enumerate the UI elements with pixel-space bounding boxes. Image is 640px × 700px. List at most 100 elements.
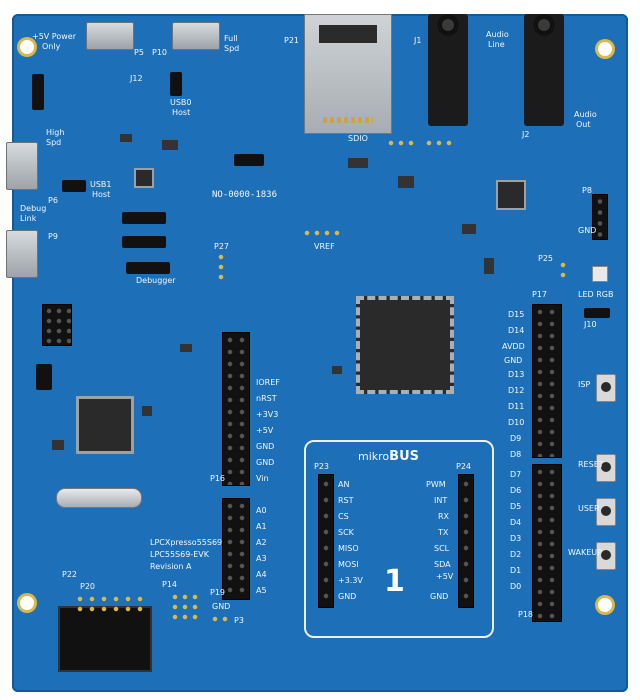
label-3v3: +3V3 — [256, 410, 279, 419]
p27-pads — [216, 252, 226, 282]
label-usb1-host-2: Host — [92, 190, 111, 199]
product-revision: Revision A — [150, 562, 192, 571]
label-d0: D0 — [510, 582, 522, 591]
label-gnd-1: GND — [256, 442, 275, 451]
mb-left-sck: SCK — [338, 528, 354, 537]
isp-button[interactable] — [596, 374, 616, 402]
label-p6: P6 — [48, 196, 58, 205]
label-reset: RESET — [578, 460, 604, 469]
mb-left-gnd: GND — [338, 592, 357, 601]
label-j12: J12 — [130, 74, 143, 83]
label-p23: P23 — [314, 462, 330, 471]
smd-component — [332, 366, 342, 374]
label-p21: P21 — [284, 36, 300, 45]
mounting-hole-top-left — [20, 40, 34, 54]
user-button[interactable] — [596, 498, 616, 526]
label-a5: A5 — [256, 586, 267, 595]
label-d9: D9 — [510, 434, 522, 443]
wakeup-button[interactable] — [596, 542, 616, 570]
header-power — [222, 332, 250, 486]
label-audio-line-2: Line — [488, 40, 505, 49]
label-usb1-host: USB1 — [90, 180, 112, 189]
rgb-led — [592, 266, 608, 282]
label-nrst: nRST — [256, 394, 277, 403]
mb-left-mosi: MOSI — [338, 560, 359, 569]
debug-probe-chip — [76, 396, 134, 454]
smd-component — [348, 158, 368, 168]
label-wakeup: WAKEUP — [568, 548, 602, 557]
label-p9: P9 — [48, 232, 58, 241]
mikrobus-header-right — [458, 474, 474, 608]
label-audio-out: Audio — [574, 110, 597, 119]
label-a1: A1 — [256, 522, 267, 531]
smd-component — [462, 224, 476, 234]
label-a0: A0 — [256, 506, 267, 515]
label-d12: D12 — [508, 386, 525, 395]
label-gnd-bottom: GND — [212, 602, 231, 611]
mikrobus-site-number: 1 — [384, 564, 405, 599]
jumper-debugger-3 — [126, 262, 170, 274]
audio-pads-1 — [386, 138, 416, 148]
label-d5: D5 — [510, 502, 522, 511]
label-p25: P25 — [538, 254, 554, 263]
product-evk: LPC55S69-EVK — [150, 550, 209, 559]
smd-component — [484, 258, 494, 274]
mikrobus-logo-mikro: mikro — [358, 450, 390, 463]
smd-component — [52, 440, 64, 450]
jumper-debugger-1 — [122, 212, 166, 224]
label-a3: A3 — [256, 554, 267, 563]
label-vref: VREF — [314, 242, 335, 251]
label-vin: Vin — [256, 474, 269, 483]
mb-left-miso: MISO — [338, 544, 359, 553]
label-high-spd: High — [46, 128, 65, 137]
label-d3: D3 — [510, 534, 522, 543]
header-digital-lower — [532, 464, 562, 622]
small-ic-codec — [496, 180, 526, 210]
label-power-only: +5V Power — [32, 32, 76, 41]
jumper-power-select — [32, 74, 44, 110]
small-ic-usb — [134, 168, 154, 188]
mb-right-sda: SDA — [434, 560, 451, 569]
mikrobus-outline — [304, 440, 494, 638]
p3-pads — [210, 614, 230, 624]
label-p14: P14 — [162, 580, 178, 589]
usb-connector-debug-link — [6, 230, 38, 278]
usb-connector-power — [86, 22, 134, 50]
mb-left-rst: RST — [338, 496, 354, 505]
label-d8: D8 — [510, 450, 522, 459]
audio-pads-2 — [424, 138, 454, 148]
smd-component — [398, 176, 414, 188]
main-mcu — [356, 296, 454, 394]
audio-jack-line-in — [428, 14, 468, 126]
jumper-debugger-2 — [122, 236, 166, 248]
board-marking: NO-0000-1836 — [212, 190, 278, 200]
label-isp: ISP — [578, 380, 591, 389]
label-debugger: Debugger — [136, 276, 176, 285]
jumper-usb0 — [170, 72, 182, 96]
label-p27: P27 — [214, 242, 230, 251]
label-usb0-host-2: Host — [172, 108, 191, 117]
mb-right-int: INT — [434, 496, 448, 505]
mikrobus-logo-bus: BUS — [389, 449, 419, 464]
label-p22: P22 — [62, 570, 78, 579]
crystal-oscillator — [56, 488, 142, 508]
pcb-board: +5V Power Only P5 P10 Full Spd P21 SDIO … — [6, 14, 628, 692]
sd-card-slot — [304, 14, 392, 134]
label-d15: D15 — [508, 310, 525, 319]
label-5v: +5V — [256, 426, 274, 435]
mb-right-rx: RX — [438, 512, 450, 521]
mb-left-an: AN — [338, 480, 350, 489]
p14-pads — [170, 592, 200, 622]
vref-pads — [302, 228, 342, 238]
usb-connector-full-speed — [172, 22, 220, 50]
label-d13: D13 — [508, 370, 525, 379]
header-analog — [222, 498, 250, 600]
mb-left-cs: CS — [338, 512, 349, 521]
reset-button[interactable] — [596, 454, 616, 482]
label-d10: D10 — [508, 418, 525, 427]
label-full-spd: Full — [224, 34, 238, 43]
label-gnd-2: GND — [256, 458, 275, 467]
label-debug-link-2: Link — [20, 214, 37, 223]
header-digital-upper — [532, 304, 562, 458]
mb-right-5v: +5V — [436, 572, 454, 581]
